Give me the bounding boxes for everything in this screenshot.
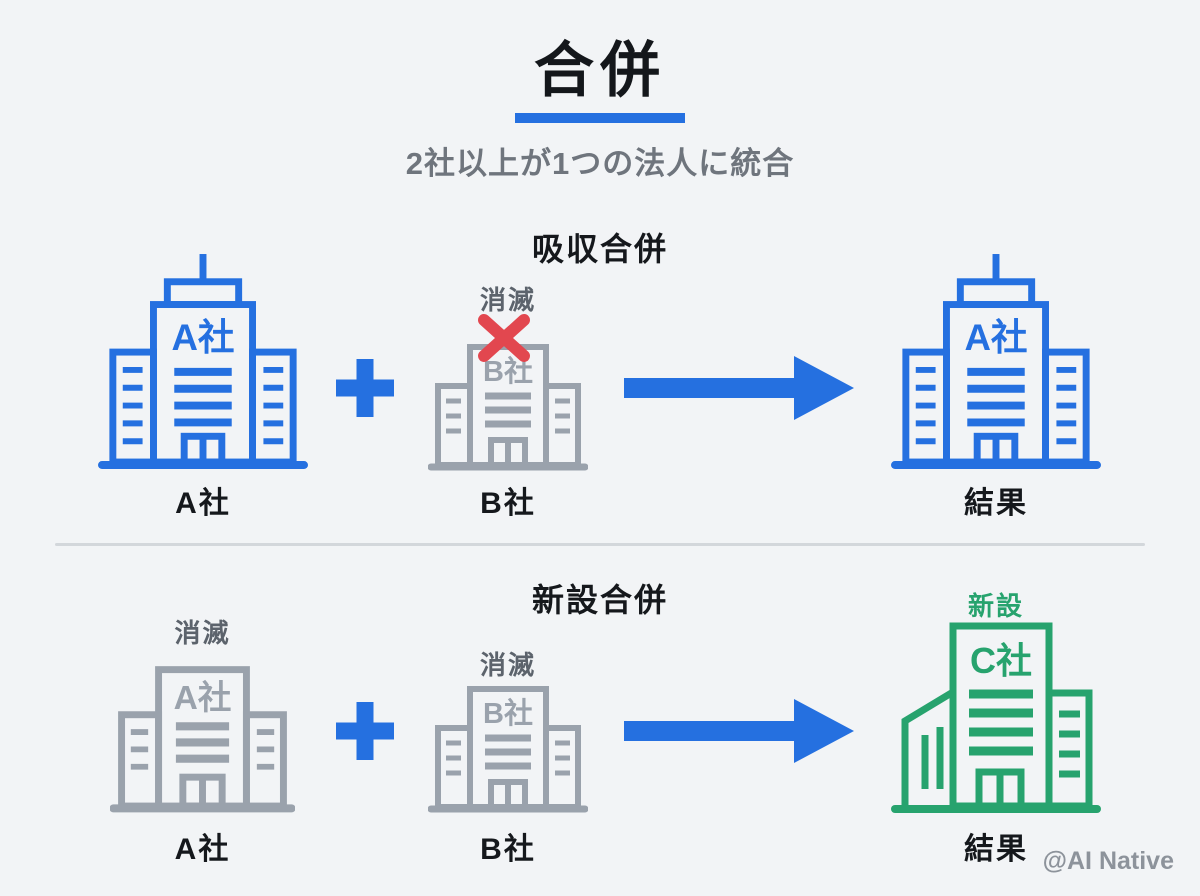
arrow-right-icon [624, 699, 854, 763]
building-icon-result-a: A社 [891, 254, 1101, 469]
section-heading-absorption: 吸収合併 [531, 231, 668, 267]
arrow-right-icon [624, 356, 854, 420]
x-mark-icon [478, 314, 530, 362]
plus-icon [336, 359, 394, 417]
building-company-label: A社 [964, 317, 1027, 358]
building-icon-company-a: A社 [98, 254, 308, 469]
title-underline [515, 113, 685, 123]
building-company-label: C社 [970, 640, 1032, 681]
status-extinct-a2: 消滅 [174, 618, 231, 648]
building-icon-company-b-gray: B社 [428, 686, 588, 813]
building-icon-company-a-gray: A社 [110, 666, 295, 813]
caption-company-b2: B社 [480, 833, 536, 866]
plus-icon [336, 702, 394, 760]
caption-result-1: 結果 [964, 487, 1028, 520]
building-icon-company-c: C社 [891, 622, 1101, 813]
caption-company-a: A社 [175, 487, 231, 520]
caption-result-2: 結果 [964, 833, 1028, 866]
caption-company-b: B社 [480, 487, 536, 520]
section-heading-consolidation: 新設合併 [531, 582, 668, 618]
watermark: @AI Native [1042, 847, 1174, 875]
building-company-label: B社 [483, 697, 533, 730]
page-subtitle: 2社以上が1つの法人に統合 [405, 146, 795, 181]
building-company-label: A社 [174, 680, 232, 717]
status-extinct-b2: 消滅 [479, 650, 536, 680]
page-title: 合併 [534, 37, 666, 104]
caption-company-a2: A社 [174, 833, 231, 866]
status-new-c: 新設 [967, 591, 1024, 621]
status-extinct-b1: 消滅 [479, 285, 536, 315]
building-company-label: A社 [171, 317, 234, 358]
section-divider [55, 543, 1145, 546]
